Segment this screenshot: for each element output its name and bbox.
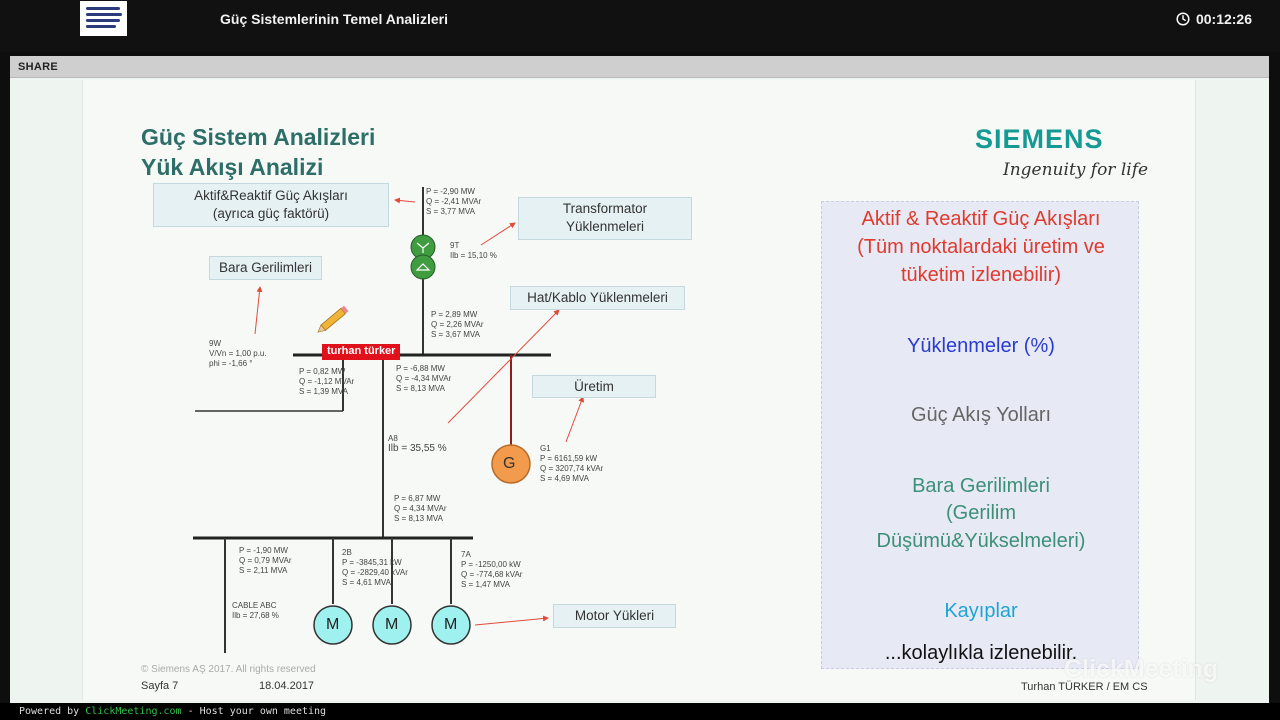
slide-title: Güç Sistem Analizleri Yük Akışı Analizi [141, 122, 375, 182]
slide-copyright: © Siemens AŞ 2017. All rights reserved [141, 664, 316, 675]
powered-by-prefix: Powered by [19, 706, 86, 717]
slide: Güç Sistem Analizleri Yük Akışı Analizi … [82, 80, 1196, 700]
summary-losses: Kayıplar [944, 600, 1018, 622]
siemens-logo: SIEMENS [975, 124, 1104, 154]
summary-conclusion: ...kolaylıkla izlenebilir. [884, 642, 1078, 664]
pencil-icon [317, 305, 349, 333]
summary-panel: Aktif & Reaktif Güç Akışları (Tüm noktal… [821, 201, 1139, 669]
motor-7a-values: 7A P = -1250,00 kW Q = -774,68 kVAr S = … [461, 550, 523, 589]
motor-label-1: M [326, 616, 340, 633]
meeting-title: Güç Sistemlerinin Temel Analizleri [220, 11, 448, 27]
summary-bus-voltages-line-1: Bara Gerilimleri [912, 475, 1050, 497]
callout-generation: Üretim [532, 375, 656, 398]
callout-transformer-line-1: Transformator [562, 201, 648, 216]
generator-label: G [503, 455, 516, 472]
callout-transformer-line-2: Yüklenmeleri [565, 219, 645, 234]
summary-bus-voltages-line-2: (Gerilim [946, 502, 1016, 524]
callout-motor-loads-label: Motor Yükleri [574, 608, 655, 623]
share-button[interactable]: SHARE [18, 61, 59, 73]
generator-values: G1 P = 6161,59 kW Q = 3207,74 kVAr S = 4… [540, 444, 604, 483]
transformer-values: 9T Ilb = 15,10 % [450, 241, 497, 260]
motor-label-2: M [385, 616, 399, 633]
callout-line-loading-label: Hat/Kablo Yüklenmeleri [527, 290, 668, 305]
powered-by-bar: Powered by ClickMeeting.com - Host your … [0, 703, 1280, 720]
clickmeeting-watermark: ClickMeeting [1064, 655, 1219, 683]
meeting-timer: 00:12:26 [1176, 11, 1252, 27]
summary-flow-paths: Güç Akış Yolları [910, 404, 1052, 426]
callout-transformer-loading: Transformator Yüklenmeleri [518, 197, 692, 240]
callout-power-flows: Aktif&Reaktif Güç Akışları (ayrıca güç f… [153, 183, 389, 227]
motor-label-3: M [444, 616, 458, 633]
single-line-diagram [193, 187, 585, 653]
presentation-stage: Güç Sistem Analizleri Yük Akışı Analizi … [10, 78, 1269, 703]
powered-by-suffix: - Host your own meeting [181, 706, 327, 717]
summary-flows-line-1: Aktif & Reaktif Güç Akışları [861, 208, 1101, 230]
presenter-name-tag: turhan türker [322, 344, 401, 360]
below-transformer-values: P = 2,89 MW Q = 2,26 MVAr S = 3,67 MVA [431, 310, 484, 339]
callout-bus-voltages: Bara Gerilimleri [209, 256, 322, 280]
motor-symbol-1 [313, 605, 353, 645]
meeting-logo [80, 1, 127, 36]
lower-left-feeder-values: P = -1,90 MW Q = 0,79 MVAr S = 2,11 MVA [239, 546, 292, 575]
clock-icon [1176, 12, 1190, 26]
top-feed-values: P = -2,90 MW Q = -2,41 MVAr S = 3,77 MVA [426, 187, 482, 216]
summary-loadings: Yüklenmeler (%) [907, 335, 1055, 357]
callout-power-flows-line-2: (ayrıca güç faktörü) [212, 206, 330, 221]
share-bar: SHARE [10, 56, 1269, 78]
slide-title-line-1: Güç Sistem Analizleri [141, 124, 376, 150]
mid-feeder-values: P = 6,87 MW Q = 4,34 MVAr S = 8,13 MVA [394, 494, 447, 523]
center-feeder-values: P = -6,88 MW Q = -4,34 MVAr S = 8,13 MVA [396, 364, 452, 393]
transformer-symbol [410, 234, 436, 280]
clickmeeting-link[interactable]: ClickMeeting.com [85, 706, 182, 717]
callout-motor-loads: Motor Yükleri [553, 604, 676, 628]
motor-symbol-3 [431, 605, 471, 645]
cable-values: CABLE ABC Ilb = 27,68 % [232, 601, 279, 620]
slide-title-line-2: Yük Akışı Analizi [141, 154, 324, 180]
summary-bus-voltages-line-3: Düşümü&Yükselmeleri) [876, 530, 1086, 552]
generator-symbol [491, 444, 531, 484]
top-bar: Güç Sistemlerinin Temel Analizleri 00:12… [0, 0, 1280, 52]
siemens-tagline: Ingenuity for life [1003, 160, 1149, 180]
line-a8-loading: Ilb = 35,55 % [388, 443, 447, 454]
bus-voltage-values: 9W V/Vn = 1,00 p.u. phi = -1,66 ° [209, 339, 267, 368]
annotation-arrows [254, 197, 585, 626]
left-feeder-values: P = 0,82 MW Q = -1,12 MVAr S = 1,39 MVA [299, 367, 355, 396]
line-a8-id: A8 [388, 434, 398, 443]
slide-page-number: Sayfa 7 [141, 680, 179, 692]
summary-flows-line-2: (Tüm noktalardaki üretim ve [857, 236, 1105, 258]
timer-value: 00:12:26 [1195, 11, 1252, 27]
motor-symbol-2 [372, 605, 412, 645]
motor-2b-values: 2B P = -3845,31 kW Q = -2829,40 kVAr S =… [342, 548, 408, 587]
callout-generation-label: Üretim [574, 379, 614, 394]
callout-bus-voltages-label: Bara Gerilimleri [218, 260, 313, 275]
callout-power-flows-line-1: Aktif&Reaktif Güç Akışları [194, 188, 348, 203]
callout-line-loading: Hat/Kablo Yüklenmeleri [510, 286, 685, 310]
summary-flows-line-3: tüketim izlenebilir) [900, 264, 1062, 286]
slide-author: Turhan TÜRKER / EM CS [1021, 681, 1148, 693]
slide-date: 18.04.2017 [259, 680, 315, 692]
